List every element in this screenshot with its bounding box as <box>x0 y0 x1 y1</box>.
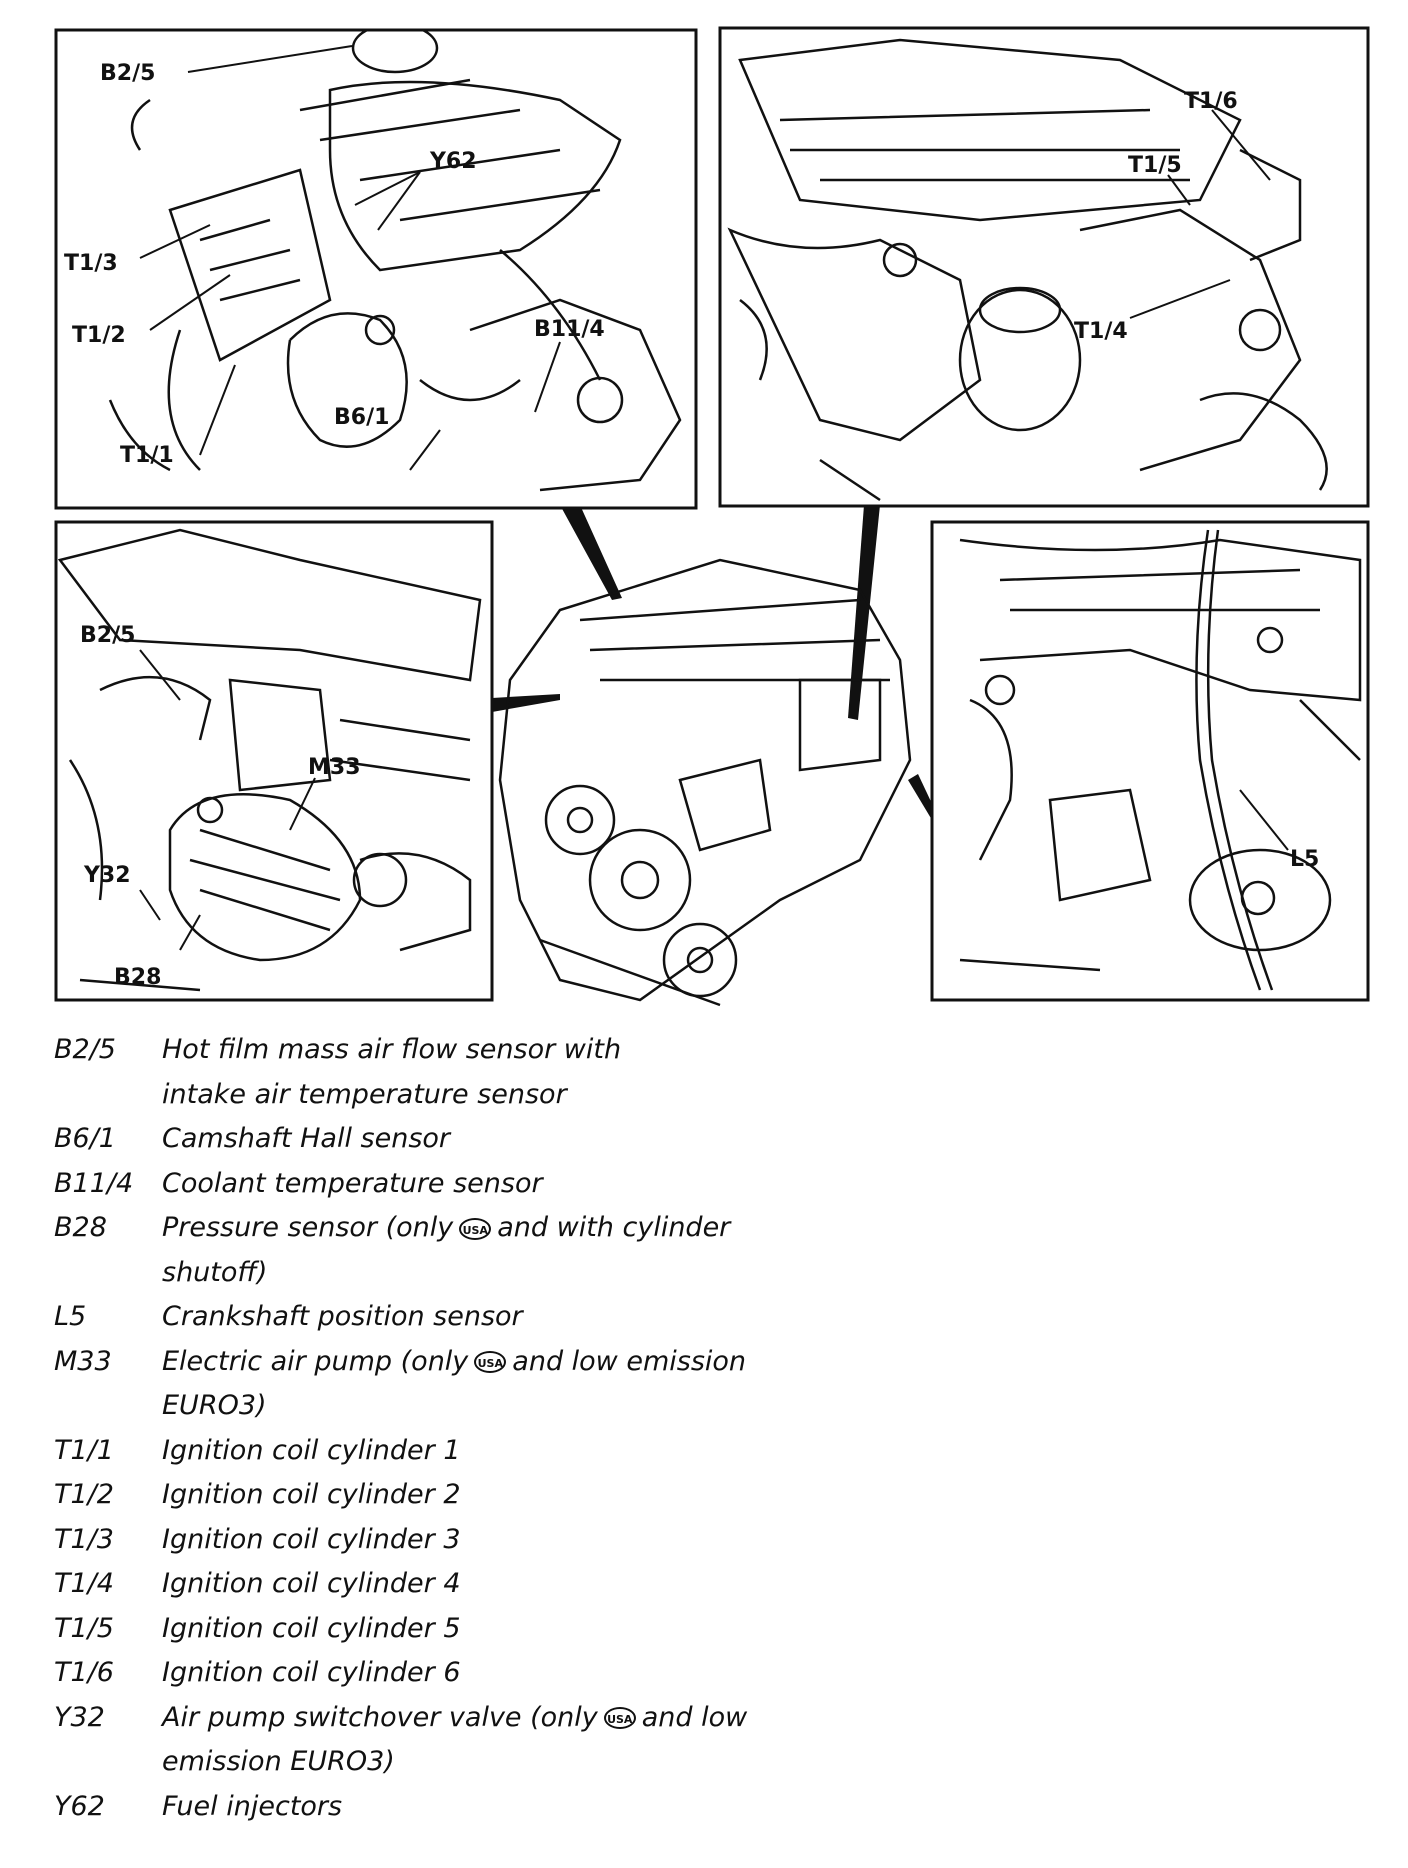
callout-b2-5-top: B2/5 <box>100 61 155 86</box>
callout-l5: L5 <box>1290 847 1319 872</box>
legend-row: B2/5 Hot film mass air flow sensor with in… <box>54 1028 814 1117</box>
legend-row: T1/2 Ignition coil cylinder 2 <box>54 1473 814 1518</box>
legend-row: L5 Crankshaft position sensor <box>54 1295 814 1340</box>
legend-code: Y32 <box>54 1701 105 1733</box>
legend-code: T1/3 <box>54 1523 114 1555</box>
legend-description: Ignition coil cylinder 4 <box>162 1568 461 1599</box>
callout-t1-5: T1/5 <box>1128 153 1182 178</box>
callout-b28: B28 <box>114 965 161 990</box>
engine-component-diagram: B2/5 Y62 T1/3 T1/2 T1/1 B11/4 B6/1 T1/6 … <box>54 26 1370 1007</box>
callout-b6-1: B6/1 <box>334 405 389 430</box>
legend-description-continued: and low emission EURO3) <box>162 1345 747 1422</box>
callout-y32: Y32 <box>83 863 131 888</box>
callout-t1-1: T1/1 <box>120 443 174 468</box>
callout-b11-4: B11/4 <box>534 317 605 342</box>
legend-description: Hot film mass air flow sensor with <box>162 1034 622 1065</box>
legend-code: B6/1 <box>54 1123 116 1154</box>
usa-badge-icon: USA <box>474 1351 507 1373</box>
legend-row: B6/1 Camshaft Hall sensor <box>54 1117 814 1162</box>
legend-description: Ignition coil cylinder 2 <box>162 1479 461 1510</box>
legend-code: T1/5 <box>54 1612 114 1644</box>
panel-bottom-right: L5 <box>930 520 1370 1002</box>
legend-code: T1/4 <box>54 1568 114 1599</box>
callout-t1-6: T1/6 <box>1184 89 1238 114</box>
legend-row: T1/5 Ignition coil cylinder 5 <box>54 1607 814 1652</box>
legend-description-continued: and with cylinder shutoff) <box>162 1212 731 1288</box>
legend-description: Ignition coil cylinder 6 <box>162 1657 461 1688</box>
usa-badge-icon: USA <box>459 1217 492 1240</box>
callout-t1-2: T1/2 <box>72 323 126 348</box>
legend-code: Y62 <box>54 1790 105 1822</box>
legend-description: Ignition coil cylinder 3 <box>162 1523 461 1555</box>
callout-y62: Y62 <box>429 149 477 174</box>
legend-code: T1/1 <box>54 1434 114 1466</box>
legend-code: T1/2 <box>54 1479 114 1510</box>
legend-code: T1/6 <box>54 1657 114 1688</box>
component-legend: B2/5 Hot film mass air flow sensor with in… <box>54 1028 814 1829</box>
callout-m33: M33 <box>308 755 361 780</box>
legend-description: Pressure sensor (only <box>162 1212 454 1243</box>
legend-row: T1/6 Ignition coil cylinder 6 <box>54 1651 814 1696</box>
legend-code: B11/4 <box>54 1167 134 1199</box>
legend-description: Fuel injectors <box>162 1790 343 1822</box>
legend-row: Y62 Fuel injectors <box>54 1785 814 1830</box>
legend-row: T1/4 Ignition coil cylinder 4 <box>54 1562 814 1607</box>
legend-code: M33 <box>54 1345 112 1377</box>
legend-code: B2/5 <box>54 1034 116 1065</box>
panel-top-right: T1/6 T1/5 T1/4 <box>718 26 1370 508</box>
panel-bottom-left: B2/5 M33 Y32 B28 <box>54 520 494 1002</box>
legend-description: Camshaft Hall sensor <box>162 1123 451 1154</box>
legend-description: Electric air pump (only <box>162 1345 469 1377</box>
callout-t1-3: T1/3 <box>64 251 118 276</box>
legend-description: Coolant temperature sensor <box>162 1167 543 1199</box>
legend-row: T1/1 Ignition coil cylinder 1 <box>54 1429 814 1474</box>
legend-description-continued: intake air temperature sensor <box>162 1078 567 1110</box>
panel-top-left: B2/5 Y62 T1/3 T1/2 T1/1 B11/4 B6/1 <box>54 28 698 510</box>
engine-overview-drawing <box>498 558 912 1007</box>
usa-badge-icon: USA <box>603 1707 636 1729</box>
connector-wedges <box>492 505 934 820</box>
legend-description: Ignition coil cylinder 5 <box>162 1612 461 1644</box>
legend-code: L5 <box>54 1301 87 1332</box>
legend-description-continued: and low emission EURO3) <box>162 1701 748 1778</box>
callout-b2-5-left: B2/5 <box>80 623 135 648</box>
legend-row: B11/4 Coolant temperature sensor <box>54 1162 814 1207</box>
legend-code: B28 <box>54 1212 107 1243</box>
legend-description: Air pump switchover valve (only <box>162 1701 598 1733</box>
legend-description: Crankshaft position sensor <box>162 1301 523 1332</box>
callout-t1-4: T1/4 <box>1074 319 1128 344</box>
legend-row: T1/3 Ignition coil cylinder 3 <box>54 1518 814 1563</box>
legend-description: Ignition coil cylinder 1 <box>162 1434 461 1466</box>
